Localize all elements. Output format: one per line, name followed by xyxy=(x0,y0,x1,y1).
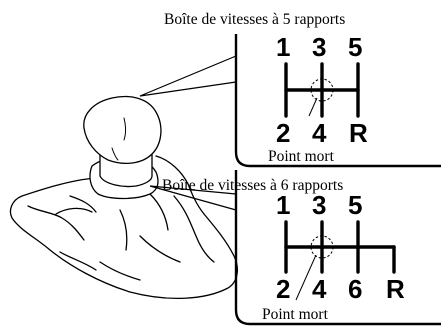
six-speed-panel: Boîte de vitesses à 6 rapports 1 3 5 2 4… xyxy=(162,170,441,326)
gear-label-6: 6 xyxy=(348,274,362,304)
callout-pointers xyxy=(139,55,237,211)
gear-label-r: R xyxy=(386,274,405,304)
five-speed-neutral-label: Point mort xyxy=(268,148,335,165)
pointer-five-speed xyxy=(139,55,237,97)
six-speed-title: Boîte de vitesses à 6 rapports xyxy=(162,177,343,194)
neutral-leader-line xyxy=(295,254,317,301)
five-speed-panel: Boîte de vitesses à 5 rapports 1 3 5 2 4… xyxy=(164,11,441,168)
gear-lever-illustration xyxy=(9,95,239,300)
boot-fold xyxy=(119,209,128,251)
gear-label-5: 5 xyxy=(348,32,362,62)
gear-label-3: 3 xyxy=(312,190,326,220)
gear-label-3: 3 xyxy=(312,32,326,62)
gear-label-1: 1 xyxy=(276,32,290,62)
six-speed-neutral-label: Point mort xyxy=(262,306,329,323)
gear-label-2: 2 xyxy=(276,274,290,304)
neutral-marker xyxy=(310,235,334,259)
boot-fold xyxy=(59,251,97,271)
knob-highlight xyxy=(123,117,126,141)
boot-fold xyxy=(139,235,181,263)
pointer-six-speed xyxy=(149,185,237,211)
gear-label-4: 4 xyxy=(312,118,327,148)
boot-fold xyxy=(149,193,169,231)
six-speed-shift-pattern xyxy=(284,220,396,274)
lever-boot xyxy=(9,155,239,300)
knob-highlight xyxy=(111,147,119,161)
neutral-leader-line xyxy=(308,97,318,117)
boot-fold xyxy=(69,195,97,213)
five-speed-frame xyxy=(234,34,441,168)
six-speed-frame xyxy=(234,170,441,326)
boot-fold xyxy=(27,205,85,241)
boot-fold xyxy=(55,207,93,215)
gear-label-5: 5 xyxy=(348,190,362,220)
gear-label-r: R xyxy=(349,118,368,148)
gear-label-4: 4 xyxy=(312,274,327,304)
five-speed-title: Boîte de vitesses à 5 rapports xyxy=(164,11,345,28)
boot-fold xyxy=(99,261,141,281)
gear-label-1: 1 xyxy=(276,190,290,220)
lever-knob xyxy=(83,95,162,165)
gear-label-2: 2 xyxy=(276,118,290,148)
boot-fold xyxy=(173,195,215,263)
five-speed-shift-pattern xyxy=(284,62,360,118)
neutral-marker xyxy=(310,78,334,102)
